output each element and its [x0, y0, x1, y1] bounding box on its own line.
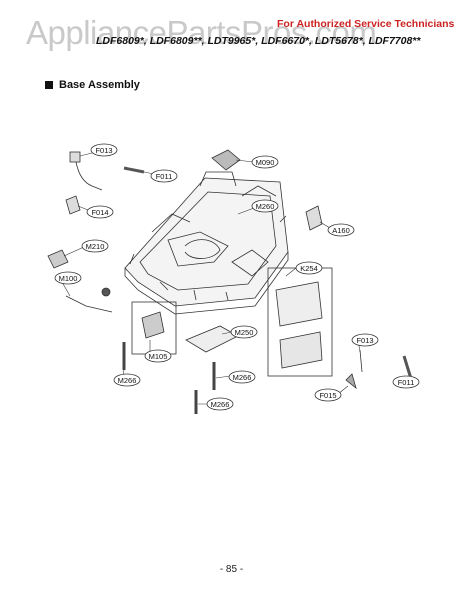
service-note: For Authorized Service Technicians	[277, 18, 455, 30]
f014-clip-part	[65, 195, 81, 215]
svg-text:M260: M260	[256, 202, 275, 211]
bullet-square-icon	[45, 81, 53, 89]
svg-text:F011: F011	[156, 172, 173, 181]
svg-text:M266: M266	[211, 400, 230, 409]
callout-f013-top: F013	[90, 143, 118, 157]
svg-text:F011: F011	[398, 378, 415, 387]
model-list: LDF6809*, LDF6809**, LDT9965*, LDF6670*,…	[96, 35, 421, 47]
callout-m266-left: M266	[113, 373, 141, 387]
callout-m266-middle: M266	[228, 370, 256, 384]
svg-text:M266: M266	[118, 376, 137, 385]
callout-m100: M100	[54, 271, 82, 285]
f013-clamp-part	[69, 151, 81, 163]
callout-f011-right: F011	[392, 375, 420, 389]
callout-a160: A160	[327, 223, 355, 237]
m100-grommet-part	[101, 287, 111, 297]
watermark: AppliancePartsPros.com	[26, 14, 377, 51]
f013-hose-part-2	[359, 349, 363, 373]
svg-text:A160: A160	[332, 226, 350, 235]
svg-text:M100: M100	[59, 274, 78, 283]
m250-tray-part	[185, 325, 239, 353]
section-title: Base Assembly	[59, 79, 140, 91]
svg-text:M266: M266	[233, 373, 252, 382]
callout-m250: M250	[230, 325, 258, 339]
callout-m260: M260	[251, 199, 279, 213]
m105-block-part	[141, 311, 165, 339]
k254-plate-part	[275, 281, 323, 327]
a160-cover-part	[305, 205, 323, 231]
svg-text:M105: M105	[149, 352, 168, 361]
m090-bracket-part	[211, 149, 241, 171]
callout-m090: M090	[251, 155, 279, 169]
callout-m210: M210	[81, 239, 109, 253]
callout-m266-bottom: M266	[206, 397, 234, 411]
svg-text:F013: F013	[356, 336, 373, 345]
svg-text:M210: M210	[86, 242, 105, 251]
callout-m105: M105	[144, 349, 172, 363]
callout-f011-top: F011	[150, 169, 178, 183]
svg-text:K254: K254	[300, 264, 318, 273]
page-number: - 85 -	[219, 564, 244, 575]
svg-text:F014: F014	[91, 208, 108, 217]
base-tub-part	[124, 171, 289, 315]
f015-clip-part	[345, 373, 357, 390]
callout-k254: K254	[295, 261, 323, 275]
svg-text:M250: M250	[235, 328, 254, 337]
k254-cover-part	[279, 331, 323, 369]
callout-f014: F014	[86, 205, 114, 219]
callout-f013-right: F013	[351, 333, 379, 347]
svg-text:F013: F013	[95, 146, 112, 155]
m100-cord-part	[65, 295, 113, 313]
f013-hose-part	[75, 161, 103, 191]
svg-text:F015: F015	[319, 391, 336, 400]
f011-spring-part	[123, 166, 145, 174]
callout-f015: F015	[314, 388, 342, 402]
svg-text:M090: M090	[256, 158, 275, 167]
m210-switch-part	[47, 249, 69, 269]
section-heading: Base Assembly	[45, 79, 140, 91]
